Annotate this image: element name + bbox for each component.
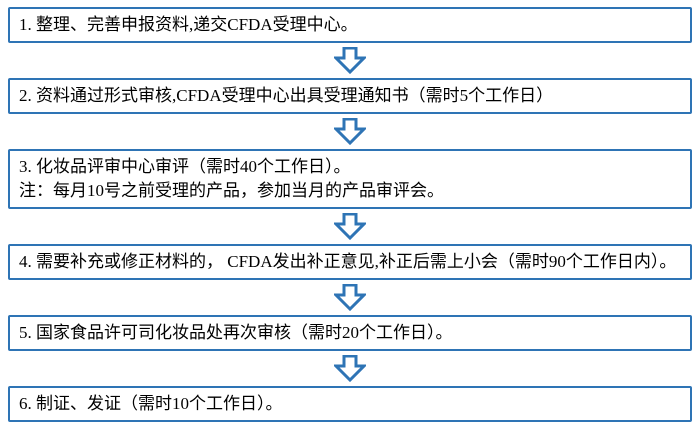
down-arrow-icon xyxy=(8,354,692,383)
down-arrow-icon xyxy=(8,283,692,312)
down-arrow-icon xyxy=(8,46,692,75)
flow-step-2: 2. 资料通过形式审核,CFDA受理中心出具受理通知书（需时5个工作日） xyxy=(8,78,692,114)
flow-step-4: 4. 需要补充或修正材料的， CFDA发出补正意见,补正后需上小会（需时90个工… xyxy=(8,244,692,280)
flow-step-3: 3. 化妆品评审中心审评（需时40个工作日）。 注：每月10号之前受理的产品，参… xyxy=(8,149,692,209)
flow-step-5: 5. 国家食品许可司化妆品处再次审核（需时20个工作日）。 xyxy=(8,315,692,351)
flow-step-6: 6. 制证、发证（需时10个工作日）。 xyxy=(8,386,692,422)
down-arrow-icon xyxy=(8,117,692,146)
down-arrow-icon xyxy=(8,212,692,241)
flow-step-1: 1. 整理、完善申报资料,递交CFDA受理中心。 xyxy=(8,7,692,43)
